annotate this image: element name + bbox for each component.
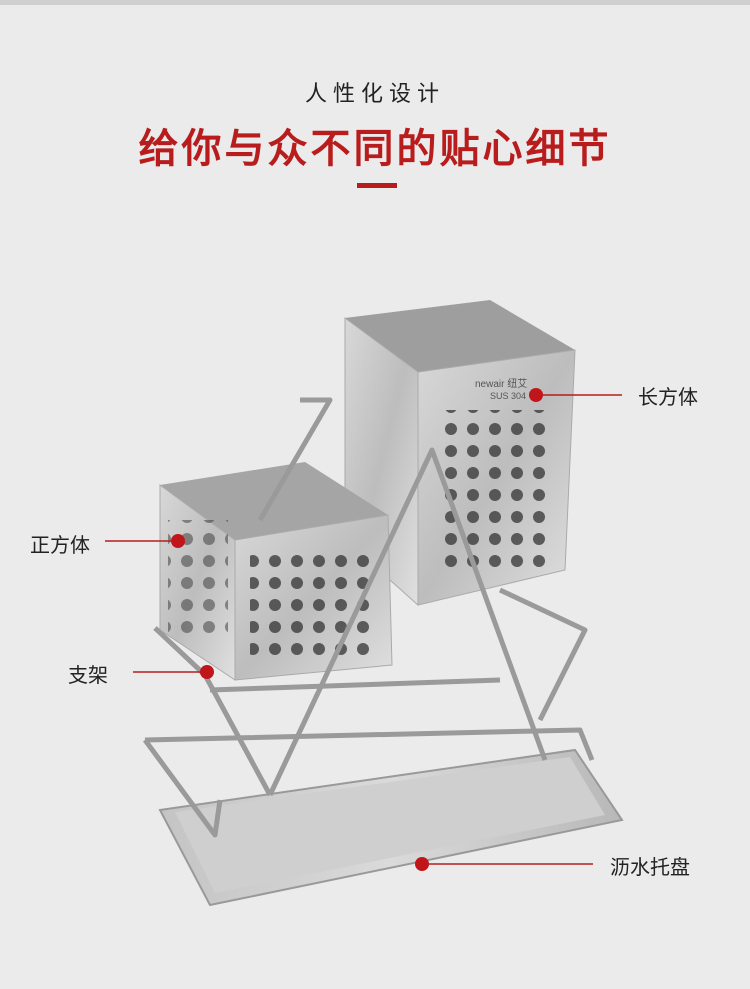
callout-drip-tray: 沥水托盘 (610, 855, 690, 879)
callout-stand: 支架 (68, 663, 108, 687)
callout-square-cup: 正方体 (30, 533, 90, 557)
brand-logo: newair 纽艾 (475, 377, 527, 390)
wire-stand (142, 397, 595, 838)
top-image-strip (0, 0, 750, 5)
square-cup (159, 462, 393, 681)
section-subtitle: 人性化设计 (304, 82, 445, 107)
callout-rectangular-cup: 长方体 (638, 385, 698, 409)
material-mark: SUS 304 (490, 391, 526, 401)
callout-markers (105, 388, 622, 871)
section-title: 给你与众不同的贴心细节 (138, 126, 612, 172)
title-divider (357, 183, 397, 188)
drip-tray (158, 748, 624, 907)
